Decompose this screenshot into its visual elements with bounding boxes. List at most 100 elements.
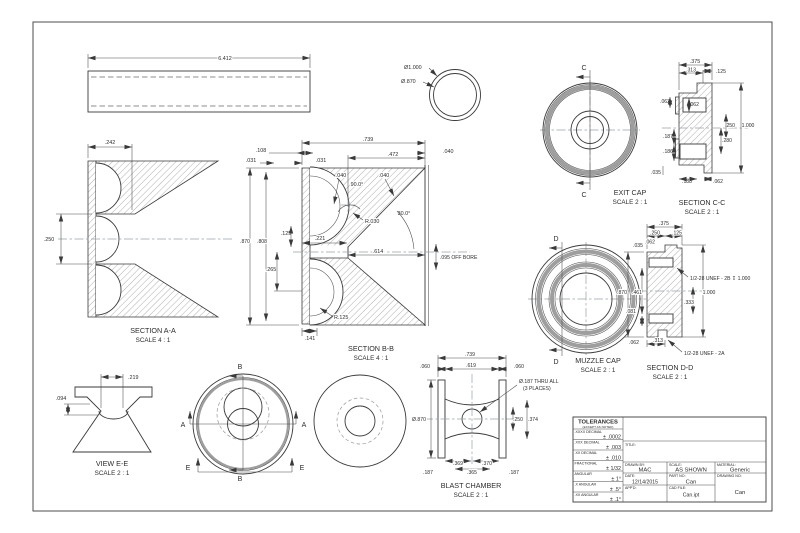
material-value: Generic bbox=[730, 468, 750, 474]
part-no-label: PART NO: bbox=[669, 474, 686, 478]
bb-808-dim: .808 bbox=[257, 239, 267, 245]
cc-375-dim: .375 bbox=[690, 59, 701, 65]
muzzle-title: MUZZLE CAP bbox=[575, 356, 621, 365]
tube-length-dim: 6.412 bbox=[218, 56, 232, 62]
cc-1000-dim: 1.000 bbox=[742, 123, 755, 129]
blast-250-dim: .250 bbox=[513, 417, 523, 423]
title-block: TOLERANCES (EXCEPT AS NOTED) .XXXX DECIM… bbox=[572, 416, 767, 503]
cc-313-dim: .313 bbox=[686, 68, 696, 74]
cc-062b-dim: .062 bbox=[689, 102, 699, 108]
ee-094-dim: .094 bbox=[56, 396, 67, 402]
tol-row-0-label: .XXXX DECIMAL bbox=[575, 430, 603, 434]
dd-250-dim: .250 bbox=[650, 231, 660, 237]
tol-row-5-value: ± .5° bbox=[610, 487, 621, 493]
view-e-e: .219 .094 VIEW E-E SCALE 2 : 1 bbox=[55, 374, 153, 477]
bb-r030-dim: R.030 bbox=[365, 219, 379, 225]
cad-file-value: Can.ipt bbox=[683, 493, 700, 499]
bb-040b-dim: .040 bbox=[379, 173, 390, 179]
scale-label: SCALE: bbox=[669, 463, 682, 467]
exit-cap-cut-label-top: C bbox=[581, 65, 586, 72]
front-cut-b-bottom: B bbox=[238, 476, 243, 483]
exit-cap-title: EXIT CAP bbox=[614, 188, 647, 197]
muzzle-cut-label-top: D bbox=[553, 236, 558, 243]
cc-035-dim: .035 bbox=[651, 170, 661, 176]
title-label: TITLE: bbox=[625, 443, 636, 447]
date-label: DATE: bbox=[625, 474, 635, 478]
dd-461-dim: .461 bbox=[632, 290, 642, 296]
bb-r125-dim: R.125 bbox=[334, 315, 348, 321]
muzzle-cut-label-bottom: D bbox=[553, 359, 558, 366]
aa-wall-dim: .242 bbox=[105, 140, 116, 146]
tol-row-2-label: .XX DECIMAL bbox=[575, 451, 598, 455]
cc-186-dim: .186 bbox=[663, 149, 673, 155]
dd-thread-b-note: 1/2-28 UNEF - 2B ↧ 1.000 bbox=[690, 276, 750, 282]
appd-label: APP'D: bbox=[625, 486, 636, 490]
dd-313-dim: .313 bbox=[653, 338, 663, 344]
tube-end-view: Ø1.000 Ø.870 bbox=[400, 64, 481, 121]
dd-870-dim: .870 bbox=[617, 290, 627, 296]
bb-472-dim: .472 bbox=[388, 152, 399, 158]
blast-369-dim: .369 bbox=[453, 461, 463, 467]
bb-614-dim: .614 bbox=[373, 249, 384, 255]
tol-row-4-value: ± 1° bbox=[611, 477, 621, 483]
blast-374-dim: .374 bbox=[528, 417, 538, 423]
blast-hole-note-1: Ø.187 THRU ALL bbox=[519, 379, 559, 385]
bb-scale: SCALE 4 : 1 bbox=[354, 355, 389, 362]
front-cut-e-left: E bbox=[186, 465, 191, 472]
dd-title: SECTION D-D bbox=[647, 363, 694, 372]
blast-739-dim: .739 bbox=[465, 352, 475, 358]
drawn-by-value: MAC bbox=[639, 468, 652, 474]
muzzle-cap-view: D D MUZZLE CAP SCALE 2 : 1 bbox=[528, 236, 646, 374]
dd-081-dim: .081 bbox=[626, 309, 636, 315]
aa-title: SECTION A-A bbox=[130, 326, 176, 335]
dd-1000-dim: 1.000 bbox=[703, 290, 716, 296]
tol-row-6-label: .XX ANGULAR bbox=[575, 493, 599, 497]
cc-250-dim: .250 bbox=[725, 123, 735, 129]
bb-040c-dim: .040 bbox=[443, 149, 454, 155]
dd-125-dim: .125 bbox=[672, 231, 682, 237]
drawing-no-value: Can bbox=[735, 490, 746, 496]
section-b-b: .739 .108 .031 .031 .472 .040 .040 .040 … bbox=[239, 136, 479, 362]
cc-scale: SCALE 2 : 1 bbox=[685, 209, 720, 216]
blast-370-dim: .370 bbox=[482, 461, 492, 467]
baffle-front-view: A A B B E E bbox=[181, 364, 307, 483]
bb-031b-dim: .031 bbox=[316, 158, 327, 164]
tol-row-1-value: ± .003 bbox=[606, 445, 621, 451]
front-cut-a-right: A bbox=[302, 422, 307, 429]
blast-title: BLAST CHAMBER bbox=[441, 481, 502, 490]
ee-scale: SCALE 2 : 1 bbox=[95, 470, 130, 477]
bb-125-dim: .125 bbox=[281, 231, 292, 237]
tube-side-view: 6.412 bbox=[87, 54, 311, 113]
bb-031a-dim: .031 bbox=[246, 158, 257, 164]
blast-187a-dim: .187 bbox=[423, 470, 433, 476]
tol-row-2-value: ± .010 bbox=[606, 456, 621, 462]
tol-row-1-label: .XXX DECIMAL bbox=[575, 441, 600, 445]
blast-187b-dim: .187 bbox=[509, 470, 519, 476]
blast-060a-dim: .060 bbox=[420, 364, 430, 370]
cc-062c-dim: .062 bbox=[713, 179, 723, 185]
exit-cap-cut-label-bottom: C bbox=[581, 192, 586, 199]
tol-row-3-value: ± 1/32 bbox=[606, 466, 621, 472]
ee-title: VIEW E-E bbox=[96, 459, 129, 468]
ring-inner-dia-label: Ø.870 bbox=[401, 79, 416, 85]
material-label: MATERIAL: bbox=[717, 463, 736, 467]
bb-265-dim: .265 bbox=[266, 267, 277, 273]
part-no-value: Can bbox=[686, 480, 697, 486]
bb-870-dim: .870 bbox=[240, 239, 250, 245]
front-cut-e-right: E bbox=[300, 465, 305, 472]
bb-141-dim: .141 bbox=[305, 336, 316, 342]
section-c-c: .375 .313 .125 .062 .062 .187 .186 .250 … bbox=[650, 58, 756, 216]
blast-scale: SCALE 2 : 1 bbox=[454, 492, 489, 499]
cc-125-dim: .125 bbox=[716, 69, 726, 75]
ring-outer-dia-label: Ø1.000 bbox=[404, 65, 422, 71]
cc-280-dim: .280 bbox=[722, 138, 732, 144]
muzzle-scale: SCALE 2 : 1 bbox=[581, 367, 616, 374]
dd-035-dim: .035 bbox=[633, 243, 643, 249]
drawn-by-label: DRAWN BY: bbox=[625, 463, 645, 467]
tol-row-0-value: ± .0002 bbox=[603, 435, 621, 441]
bb-title: SECTION B-B bbox=[348, 344, 394, 353]
bb-30deg-dim: 30.0° bbox=[398, 211, 411, 217]
cad-file-label: CAD FILE: bbox=[669, 486, 686, 490]
